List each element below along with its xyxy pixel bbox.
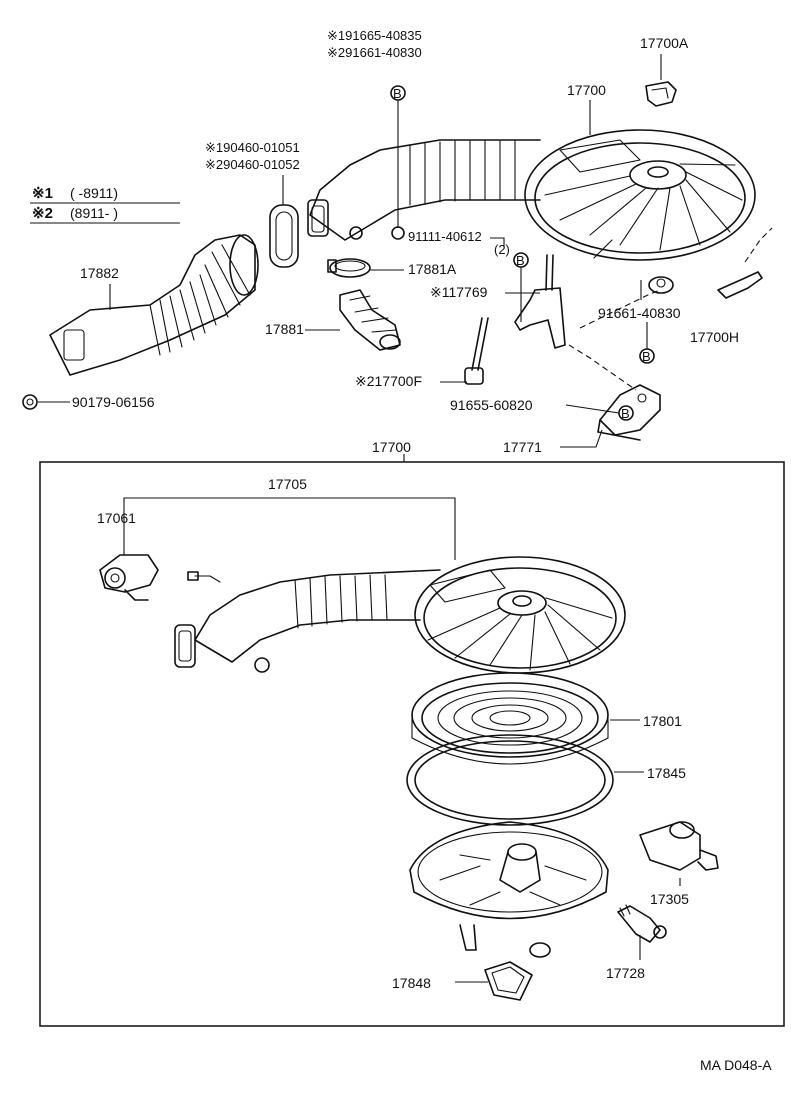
label-17771: 17771	[503, 439, 542, 455]
b-marker-91661: B	[639, 348, 655, 364]
label-17801: 17801	[643, 713, 682, 729]
label-ref-mid-2: ※290460-01052	[205, 157, 300, 172]
label-90179: 90179-06156	[72, 394, 155, 410]
svg-text:B: B	[516, 253, 525, 268]
label-17881A: 17881A	[408, 261, 457, 277]
label-17848: 17848	[392, 975, 431, 991]
legend-row1-range: ( -8911)	[70, 185, 118, 201]
assembly-box	[39, 461, 785, 1027]
label-17728: 17728	[606, 965, 645, 981]
air-cleaner-assembly-exploded	[22, 54, 773, 448]
label-91655: 91655-60820	[450, 397, 533, 413]
label-17700H: 17700H	[690, 329, 739, 345]
b-marker-91655: B	[618, 405, 634, 421]
label-17845: 17845	[647, 765, 686, 781]
footer-code: MA D048-A	[700, 1057, 772, 1073]
label-91111: 91111-40612	[408, 229, 482, 244]
label-17305: 17305	[650, 891, 689, 907]
svg-text:B: B	[621, 406, 630, 421]
label-17700-box: 17700	[372, 439, 411, 455]
label-ref-mid-1: ※190460-01051	[205, 140, 300, 155]
air-cleaner-assembly-inset	[99, 497, 719, 1001]
label-217700F: ※217700F	[355, 373, 422, 389]
date-range-legend: ※1 ( -8911) ※2 (8911- )	[30, 185, 180, 224]
label-117769: ※117769	[430, 284, 488, 300]
legend-row2-range: (8911- )	[70, 205, 118, 221]
label-17881: 17881	[265, 321, 304, 337]
label-17700-top: 17700	[567, 82, 606, 98]
label-91111-qty: (2)	[494, 242, 510, 257]
svg-text:B: B	[393, 86, 402, 101]
label-17061: 17061	[97, 510, 136, 526]
label-17882: 17882	[80, 265, 119, 281]
label-17700A: 17700A	[640, 35, 689, 51]
legend-row1-marker: ※1	[32, 185, 53, 202]
label-ref-top-2: ※291661-40830	[327, 45, 422, 60]
b-marker-top: B	[390, 85, 406, 101]
svg-text:B: B	[642, 349, 651, 364]
label-ref-top-1: ※191665-40835	[327, 28, 422, 43]
legend-row2-marker: ※2	[32, 205, 53, 222]
label-17705: 17705	[268, 476, 307, 492]
b-marker-91111: B	[513, 252, 529, 268]
